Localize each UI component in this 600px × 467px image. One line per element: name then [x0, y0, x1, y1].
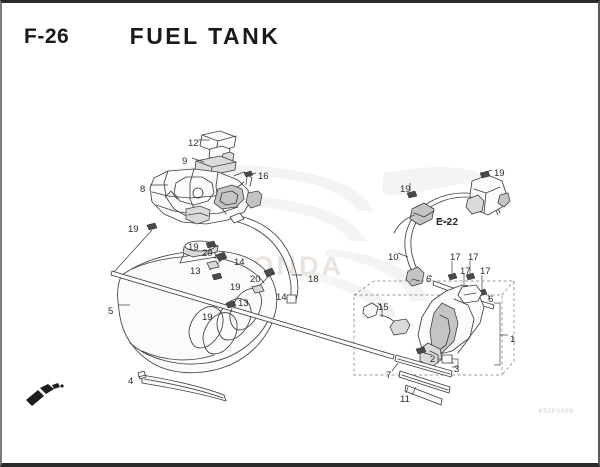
part-4-tank-band	[137, 370, 227, 402]
lead-16	[247, 172, 257, 176]
callout-15: 15	[378, 302, 389, 313]
callout-19: 19	[230, 282, 241, 293]
fastener-cluster-a	[113, 222, 228, 281]
callout-7: 7	[386, 370, 392, 381]
callout-17: 17	[480, 266, 491, 277]
callout-1: 1	[510, 334, 516, 345]
callout-6: 6	[488, 294, 494, 305]
part-1-pump-bracket	[417, 284, 508, 368]
callout-8: 8	[140, 184, 146, 195]
part-19-tank-strap	[110, 270, 395, 360]
reference-link-e-22[interactable]: E-22	[436, 217, 459, 228]
callout-3: 3	[454, 364, 460, 375]
callout-12: 12	[188, 138, 199, 149]
lead-15b	[377, 302, 383, 308]
part-16-pump-bolt	[243, 170, 254, 186]
callout-16: 16	[258, 171, 269, 182]
sheet-part-code: K52F099B	[538, 408, 574, 415]
callout-13: 13	[190, 266, 201, 277]
callout-20: 20	[250, 274, 261, 285]
page-header: F-26 FUEL TANK	[2, 3, 598, 65]
callout-6: 6	[426, 274, 432, 285]
subassembly-dashed-box	[353, 280, 515, 376]
page-title-text: FUEL TANK	[129, 23, 281, 49]
part-18-fuel-hose	[229, 212, 299, 304]
part-8-fuel-pump-module	[149, 168, 263, 225]
lead-9	[191, 157, 205, 163]
callout-17: 17	[460, 266, 471, 277]
exploded-diagram: .ln{fill:none;stroke:#3f3f3f;stroke-widt…	[2, 3, 598, 463]
fastener-cluster-b	[225, 267, 276, 313]
callout-19: 19	[188, 242, 199, 253]
callout-14: 14	[276, 292, 287, 303]
part-15-fuel-level-sensor	[362, 302, 411, 336]
lead-10	[397, 252, 409, 258]
part-19-hose-bolts	[406, 169, 493, 199]
callout-19: 19	[202, 312, 213, 323]
callout-19: 19	[128, 224, 139, 235]
part-5-fuel-tank-body	[117, 240, 278, 374]
callout-18: 18	[308, 274, 319, 285]
arrow-marker-icon	[24, 382, 66, 408]
callout-19: 19	[494, 168, 505, 179]
callout-14: 14	[234, 257, 245, 268]
callout-9: 9	[182, 156, 188, 167]
parts-7-11-rails	[391, 354, 453, 406]
page-canvas: F-26 FUEL TANK HONDA .ln{fill:no	[2, 3, 598, 463]
callout-5: 5	[108, 306, 114, 317]
callout-19: 19	[400, 184, 411, 195]
callout-2: 2	[430, 354, 436, 365]
callout-10: 10	[388, 252, 399, 263]
lead-4	[137, 374, 147, 378]
lead-e22	[437, 218, 451, 224]
page-title: FUEL TANK	[2, 23, 598, 50]
callout-20: 20	[202, 248, 213, 259]
page-code: F-26	[24, 25, 70, 48]
parts-2-3-brackets	[415, 346, 459, 368]
callout-17: 17	[468, 252, 479, 263]
callout-11: 11	[400, 394, 410, 405]
part-10-fuel-feed-hose	[393, 174, 511, 287]
callout-13: 13	[238, 298, 249, 309]
callout-4: 4	[128, 376, 134, 387]
callout-17: 17	[450, 252, 461, 263]
